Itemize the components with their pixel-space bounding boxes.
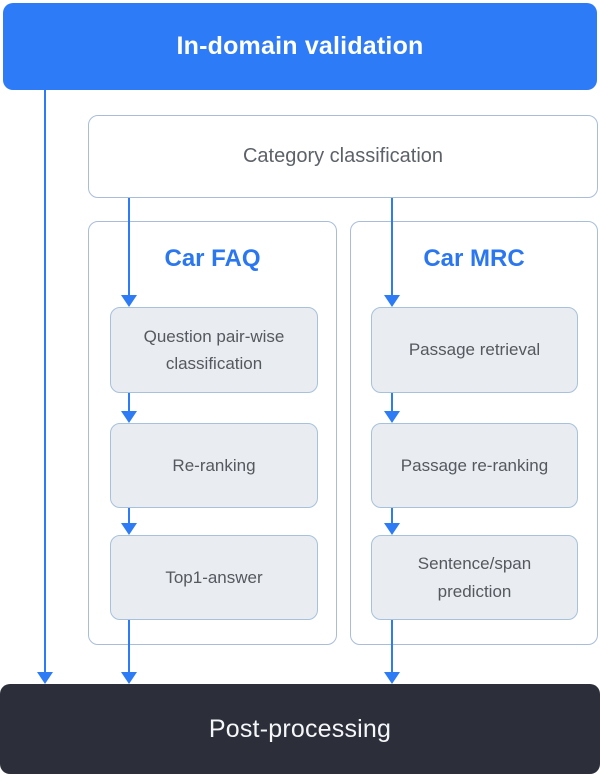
arrow-faq-step2-to-step3 (121, 508, 137, 535)
post-processing-label: Post-processing (208, 714, 392, 743)
step-passage-retrieval: Passage retrieval (371, 307, 578, 393)
arrow-faq-step1-to-step2 (121, 393, 137, 423)
arrow-mrc-step1-to-step2 (384, 393, 400, 423)
arrow-category-to-car-faq (121, 198, 137, 307)
step-top1-answer: Top1-answer (110, 535, 318, 620)
header-title: In-domain validation (176, 32, 424, 60)
category-classification-box: Category classification (88, 115, 598, 198)
arrow-mrc-to-postprocessing (384, 620, 400, 684)
category-classification-label: Category classification (242, 145, 444, 167)
step-passage-re-ranking: Passage re-ranking (371, 423, 578, 508)
step-question-pairwise-classification: Question pair-wise classification (110, 307, 318, 393)
arrow-category-to-car-mrc (384, 198, 400, 307)
arrow-header-to-postprocessing (37, 90, 53, 684)
step-sentence-span-prediction: Sentence/span prediction (371, 535, 578, 620)
arrow-mrc-step2-to-step3 (384, 508, 400, 535)
step-re-ranking: Re-ranking (110, 423, 318, 508)
car-mrc-title: Car MRC (423, 245, 525, 272)
car-faq-title: Car FAQ (164, 245, 261, 272)
in-domain-validation-header: In-domain validation (3, 3, 597, 90)
arrow-faq-to-postprocessing (121, 620, 137, 684)
post-processing-bar: Post-processing (0, 684, 600, 774)
